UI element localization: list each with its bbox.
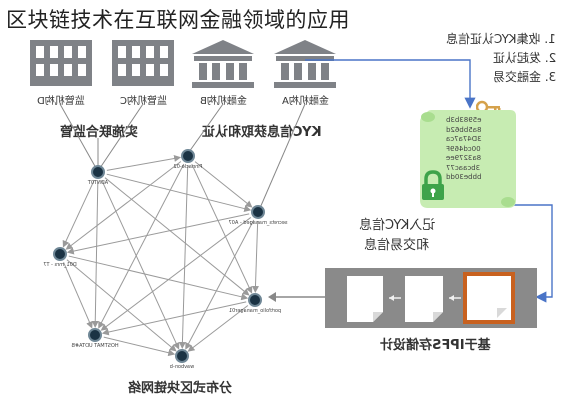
network-edge (187, 305, 249, 352)
network-node-label: Pinnacle-02 (173, 164, 202, 170)
network-node (248, 293, 262, 307)
network-node-label: secrets_managed - A07 (229, 220, 288, 226)
page-title: 区块链技术在互联网金融领域的应用 (6, 8, 350, 32)
lock-icon (420, 170, 446, 206)
network-edge (65, 161, 182, 250)
network-node-label: wavbon-b (170, 364, 195, 370)
bank-b-building-icon (190, 38, 256, 94)
network-node (91, 165, 105, 179)
network-edge (62, 179, 95, 248)
network-edge (103, 336, 176, 357)
network-node (175, 349, 189, 363)
network-node-label: ADNT0T (87, 180, 108, 186)
network-node-label: portfolio_manager01 (229, 308, 281, 314)
network-node (181, 149, 195, 163)
network-edge (251, 220, 259, 294)
network-edge (194, 161, 253, 208)
network-node (53, 247, 67, 261)
network-edge (106, 173, 252, 213)
network-edge (66, 213, 250, 255)
network-node-label: D01_mrs - T7 (43, 262, 76, 268)
network-nodes: ADNT0T Pinnacle-02 secrets_managed - A07D0… (43, 149, 288, 370)
network-edge (68, 255, 249, 301)
network-edge (106, 155, 182, 171)
network-edge (101, 301, 247, 336)
bank-a-building-icon (272, 38, 338, 94)
regulator-c-building-icon (110, 38, 176, 92)
network-node (251, 205, 265, 219)
network-edge (104, 177, 250, 296)
network-edge (185, 219, 255, 350)
network-edge (100, 217, 252, 331)
ipfs-storage-panel (325, 268, 537, 332)
network-edge (178, 164, 189, 350)
network-node (88, 328, 102, 342)
regulator-d-building-icon (28, 38, 94, 92)
network-edge (66, 259, 177, 352)
network-edge (101, 179, 180, 350)
network-edge (191, 163, 253, 294)
network-edge (63, 262, 93, 329)
ledger-scroll-icon (418, 110, 516, 214)
network-edge (98, 163, 185, 329)
network-edges (62, 155, 259, 357)
network-node-label: HOSTMAT UDTA#B (71, 343, 119, 349)
network-edge (91, 180, 99, 329)
